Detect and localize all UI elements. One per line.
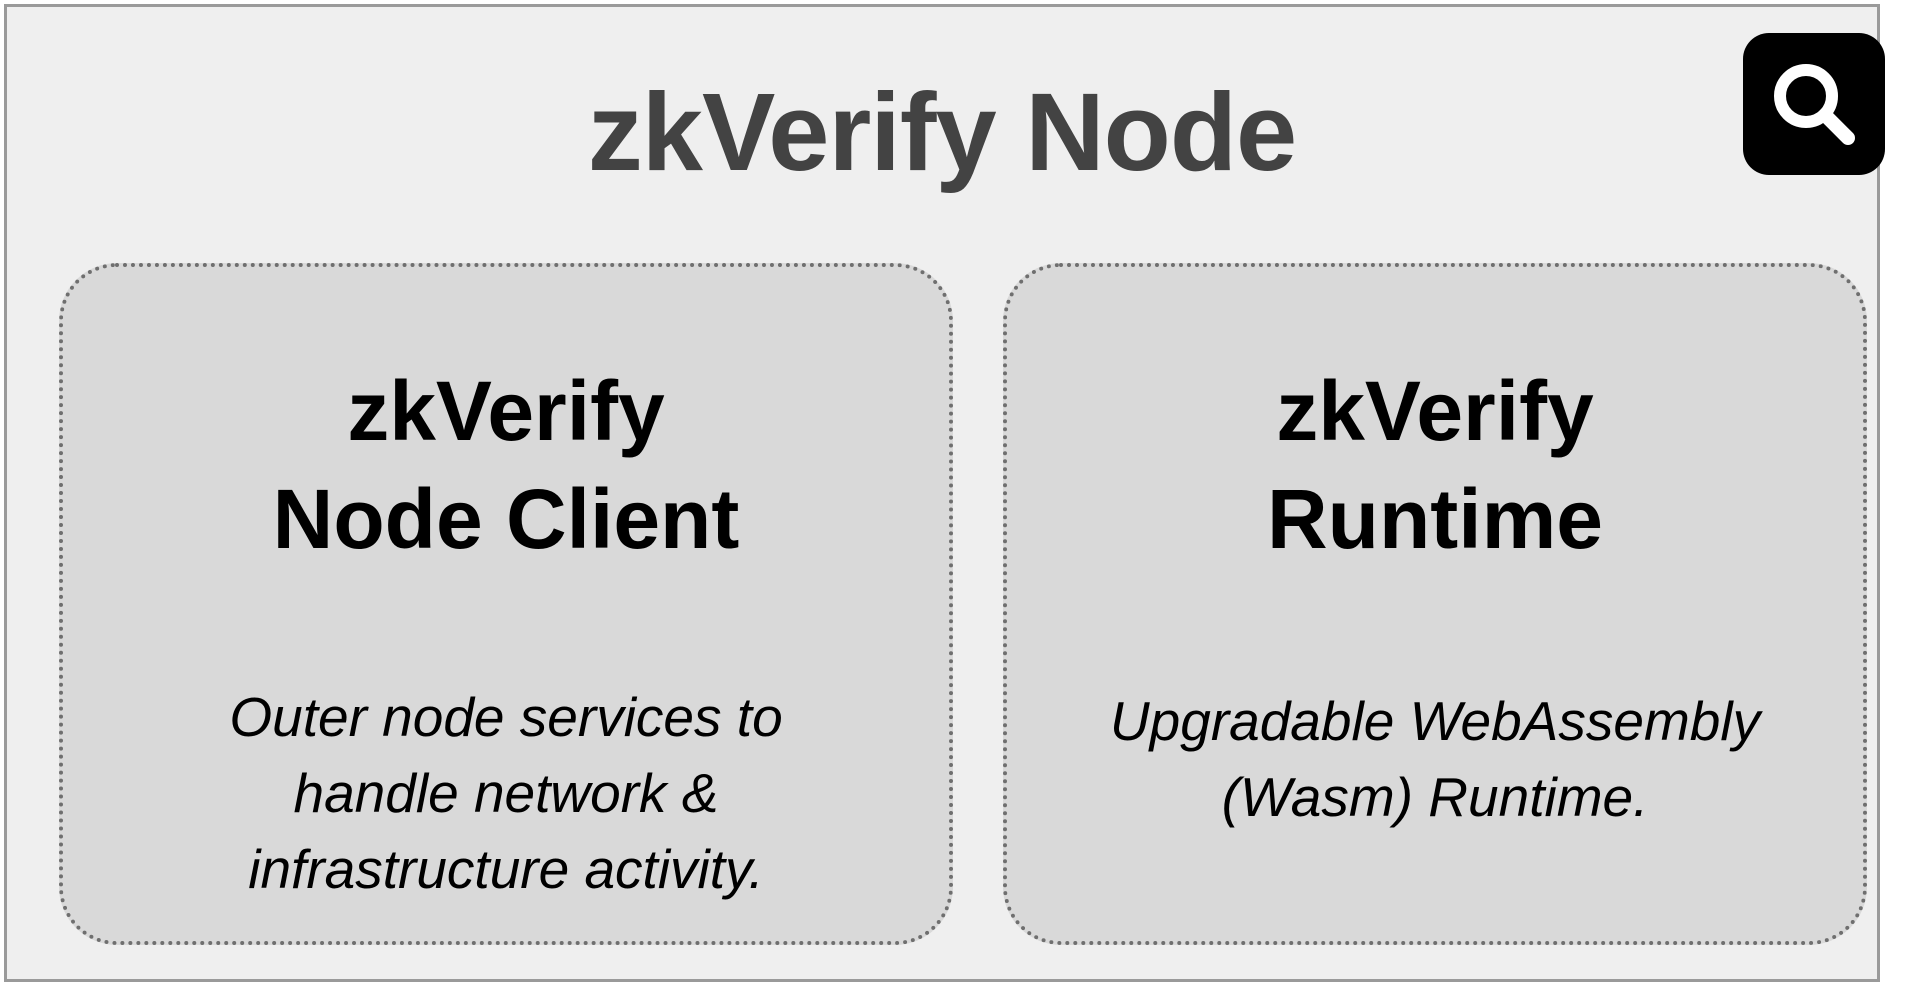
node-client-desc-line: handle network & [293, 762, 719, 824]
runtime-box: zkVerify Runtime Upgradable WebAssembly … [1003, 263, 1867, 945]
runtime-title-line: zkVerify [1276, 364, 1594, 458]
node-client-desc-line: Outer node services to [229, 686, 783, 748]
runtime-title-line: Runtime [1267, 472, 1603, 566]
runtime-title: zkVerify Runtime [1007, 357, 1863, 573]
runtime-desc-line: (Wasm) Runtime. [1221, 766, 1649, 828]
node-client-desc-line: infrastructure activity. [248, 838, 764, 900]
runtime-desc-line: Upgradable WebAssembly [1109, 690, 1761, 752]
node-client-title-line: Node Client [272, 472, 740, 566]
node-client-description: Outer node services to handle network & … [63, 679, 949, 907]
diagram-title: zkVerify Node [587, 71, 1297, 194]
search-icon [1774, 64, 1855, 145]
node-diagram-frame: zkVerify Node zkVerify Node Client Outer… [4, 4, 1885, 982]
node-client-title-line: zkVerify [347, 364, 665, 458]
node-client-box: zkVerify Node Client Outer node services… [59, 263, 953, 945]
runtime-description: Upgradable WebAssembly (Wasm) Runtime. [1007, 683, 1863, 835]
search-button[interactable] [1743, 33, 1885, 175]
node-client-title: zkVerify Node Client [63, 357, 949, 573]
